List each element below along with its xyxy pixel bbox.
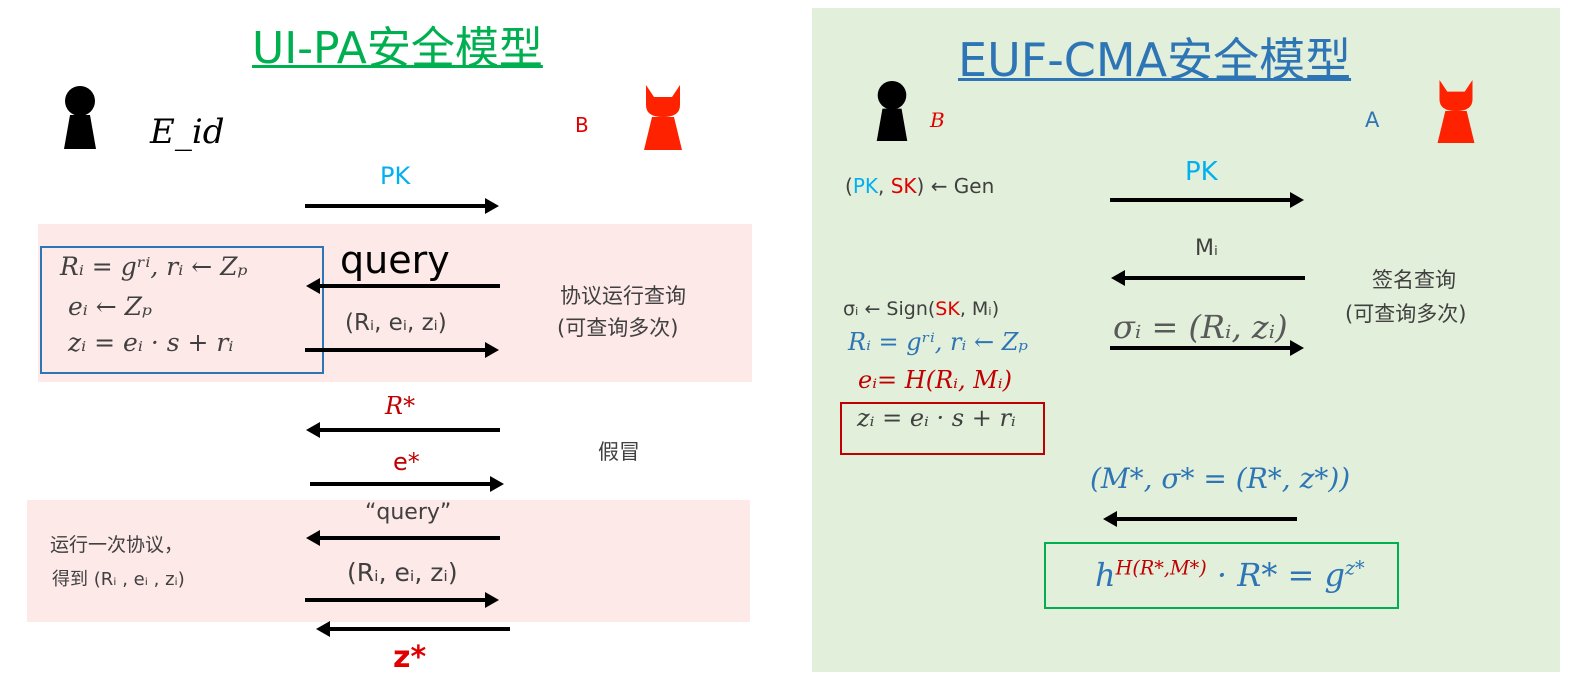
challenger-person-icon bbox=[64, 86, 96, 149]
query-band bbox=[38, 224, 752, 382]
gen-sep: , bbox=[878, 174, 891, 198]
challenger-compute-box bbox=[40, 246, 324, 374]
e-line: eᵢ= H(Rᵢ, Mᵢ) bbox=[858, 366, 1012, 394]
run-note-1: 运行一次协议， bbox=[50, 534, 184, 556]
query-note-1: 协议运行查询 bbox=[560, 284, 686, 308]
sign-query-note-2: (可查询多次) bbox=[1345, 302, 1467, 326]
challenger-label-b: B bbox=[930, 108, 945, 132]
sign-post: , Mᵢ) bbox=[959, 298, 1000, 320]
query-label: query bbox=[340, 238, 450, 282]
response2-arrow bbox=[305, 592, 499, 608]
verify-exp2: z* bbox=[1344, 556, 1365, 580]
adversary-devil-icon bbox=[644, 85, 682, 150]
euf-cma-panel bbox=[812, 8, 1560, 672]
z-box bbox=[840, 402, 1045, 455]
impersonate-label: 假冒 bbox=[598, 440, 640, 464]
gen-pk: PK bbox=[852, 174, 878, 198]
box-line-z: zᵢ = eᵢ · s + rᵢ bbox=[68, 328, 234, 357]
adversary-devil-icon bbox=[1437, 79, 1475, 144]
run-note-2: 得到 (Rᵢ , eᵢ , zᵢ) bbox=[52, 569, 185, 590]
pk-arrow bbox=[305, 198, 499, 214]
r-star-arrow bbox=[306, 422, 500, 438]
query-arrow bbox=[306, 278, 500, 294]
adversary-label-a: A bbox=[1365, 108, 1380, 132]
response-arrow bbox=[305, 342, 499, 358]
r-star-label: R* bbox=[385, 392, 416, 420]
e-star-label: e* bbox=[393, 448, 420, 476]
verify-exp: H(R*,M*) bbox=[1115, 556, 1207, 580]
gen-line: (PK, SK) ← Gen bbox=[845, 174, 994, 198]
pk-label: PK bbox=[380, 162, 411, 190]
mi-label: Mᵢ bbox=[1195, 236, 1218, 261]
adversary-label: B bbox=[575, 113, 589, 137]
z-star-arrow bbox=[316, 621, 510, 637]
sign-pre: σᵢ ← Sign( bbox=[843, 298, 936, 320]
right-title: EUF-CMA安全模型 bbox=[958, 33, 1352, 87]
forgery-arrow bbox=[1103, 511, 1297, 527]
forgery-label: (M*, σ* = (R*, z*)) bbox=[1090, 462, 1351, 495]
response-label: (Rᵢ, eᵢ, zᵢ) bbox=[345, 310, 447, 336]
verify-equation: hH(R*,M*) · R* = gz* bbox=[1095, 556, 1365, 594]
sigma-label: σᵢ = (Rᵢ, zᵢ) bbox=[1113, 308, 1288, 346]
sign-sk: SK bbox=[935, 298, 960, 320]
pk-label-right: PK bbox=[1185, 157, 1218, 187]
gen-sk: SK bbox=[890, 174, 917, 198]
response2-label: (Rᵢ, eᵢ, zᵢ) bbox=[347, 558, 458, 587]
r-line: Rᵢ = gʳⁱ, rᵢ ← Zₚ bbox=[848, 328, 1028, 356]
pk-arrow-right bbox=[1110, 192, 1304, 208]
challenger-person-icon bbox=[876, 80, 908, 142]
e-star-arrow bbox=[310, 476, 504, 492]
z-line: zᵢ = eᵢ · s + rᵢ bbox=[857, 404, 1016, 432]
left-title: UI-PA安全模型 bbox=[252, 23, 543, 74]
z-star-label: z* bbox=[393, 640, 427, 675]
query-note-2: (可查询多次) bbox=[557, 316, 679, 340]
box-line-r: Rᵢ = gʳⁱ, rᵢ ← Zₚ bbox=[60, 252, 248, 281]
mi-arrow bbox=[1111, 270, 1305, 286]
gen-rest: ) ← Gen bbox=[916, 174, 995, 198]
quoted-query-arrow bbox=[306, 530, 500, 546]
verify-mid: · R* = g bbox=[1206, 556, 1345, 594]
sign-line: σᵢ ← Sign(SK, Mᵢ) bbox=[843, 298, 999, 320]
challenger-label: E_id bbox=[150, 112, 225, 152]
sigma-arrow bbox=[1110, 340, 1304, 356]
sign-query-note-1: 签名查询 bbox=[1372, 268, 1456, 292]
quoted-query-label: “query” bbox=[365, 500, 452, 525]
verify-box bbox=[1044, 542, 1399, 609]
verify-base: h bbox=[1095, 556, 1116, 594]
box-line-e: eᵢ ← Zₚ bbox=[68, 292, 153, 321]
gen-open: ( bbox=[845, 174, 853, 198]
